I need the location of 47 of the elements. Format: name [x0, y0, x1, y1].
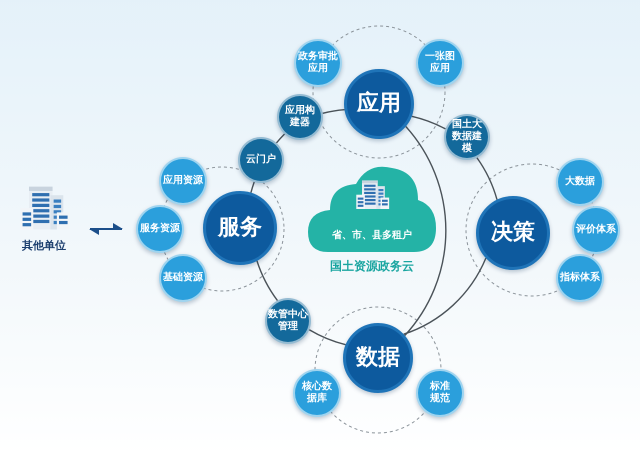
topic-circle [277, 94, 323, 140]
circle-label: 应用 [357, 90, 401, 118]
circle-label: 评价体系 [576, 224, 616, 236]
exchange-arrow [89, 223, 123, 235]
connector-arc [403, 258, 486, 335]
category-circle [344, 69, 414, 139]
circle-label: 数据 [356, 344, 400, 372]
topic-circle [159, 254, 207, 302]
circle-label: 服务资源 [140, 223, 180, 235]
topic-circle [556, 254, 604, 302]
circle-label: 指标体系 [560, 272, 600, 284]
connector-arc [404, 126, 446, 336]
circle-label: 应用构建器 [284, 105, 316, 129]
circle-label: 大数据 [565, 176, 595, 188]
circle-label: 数管中心管理 [268, 309, 308, 333]
topic-circle [238, 137, 284, 183]
topic-circle [136, 205, 184, 253]
circle-label: 标准规范 [429, 381, 451, 405]
topic-circle [293, 369, 341, 417]
circle-label: 云门户 [246, 154, 276, 166]
circle-label: 核心数据库 [301, 381, 333, 405]
topic-circle [556, 158, 604, 206]
circle-label: 应用资源 [163, 175, 203, 187]
circle-label: 基础资源 [163, 272, 203, 284]
cloud-label: 省、市、县多租户 [332, 228, 412, 242]
category-circle [343, 323, 413, 393]
topic-circle [294, 39, 342, 87]
circle-label: 决策 [491, 220, 535, 246]
connector-arc [322, 108, 345, 114]
circle-label: 一张图应用 [424, 51, 456, 75]
circle-label: 政务审批应用 [298, 51, 338, 75]
circle-label: 国土大数据建模 [451, 119, 483, 155]
topic-circle [444, 114, 490, 160]
connector-arc [476, 157, 498, 200]
connector-arc [256, 260, 278, 301]
topic-circle [265, 298, 311, 344]
cloud-caption: 国土资源政务云 [330, 258, 414, 275]
topic-circle [416, 39, 464, 87]
topic-circle [572, 206, 620, 254]
unit-label: 其他单位 [22, 238, 66, 253]
circle-label: 服务 [218, 214, 262, 242]
topic-circle [159, 157, 207, 205]
connector-arc [276, 134, 286, 144]
connector-arc [250, 182, 255, 193]
topic-circle [416, 369, 464, 417]
category-circle [476, 196, 550, 270]
category-circle [203, 191, 277, 265]
